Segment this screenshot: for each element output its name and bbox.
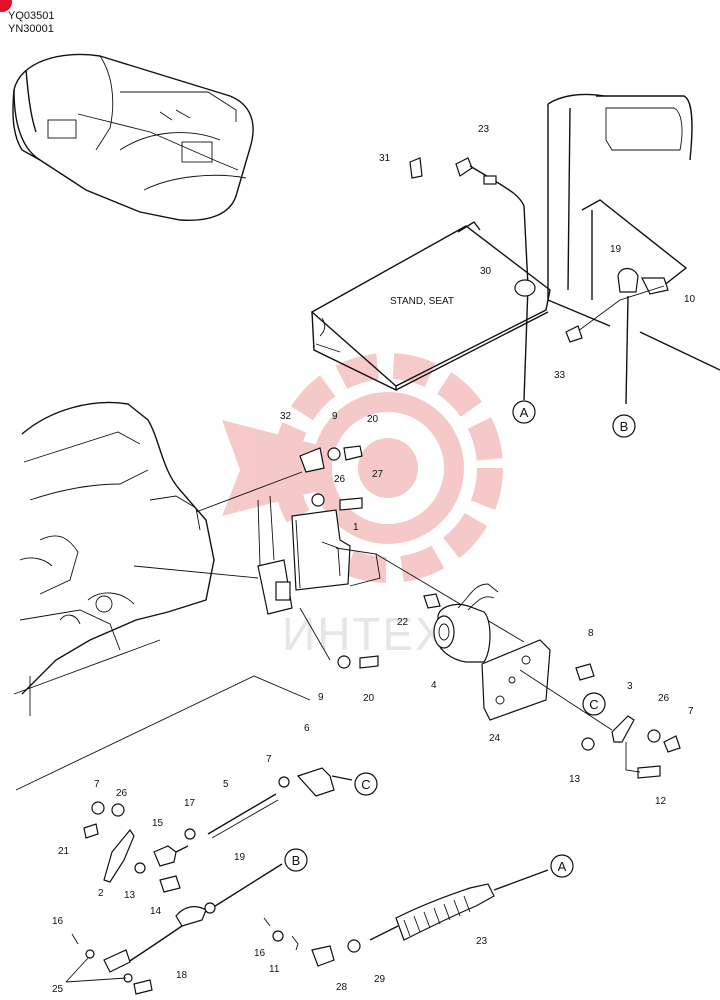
svg-text:B: B	[292, 853, 301, 868]
part-label: 9	[318, 692, 324, 703]
part-label: 31	[379, 153, 391, 164]
part-label: 26	[658, 693, 670, 704]
part-label: 23	[476, 936, 488, 947]
seat-stand-label: STAND, SEAT	[390, 296, 454, 307]
cab-frame	[547, 93, 720, 371]
part-label: 29	[374, 974, 386, 985]
header-code-1: YQ03501	[8, 10, 55, 22]
part-label: 18	[176, 970, 188, 981]
part-label: 8	[588, 628, 594, 639]
cable-b-upper	[565, 267, 669, 405]
part-labels: 23 31 30 19 10 33 32 9 20 26 27 1 22 8 4…	[52, 124, 696, 995]
part-label: 5	[223, 779, 229, 790]
corner-mark	[0, 0, 12, 12]
part-label: 10	[684, 294, 696, 305]
part-label: 25	[52, 984, 64, 995]
part-label: 14	[150, 906, 162, 917]
part-label: 21	[58, 846, 70, 857]
svg-text:A: A	[558, 859, 567, 874]
part-label: 32	[280, 411, 292, 422]
callout-a-upper: A	[512, 400, 536, 424]
header-code-2: YN30001	[8, 23, 54, 35]
svg-text:B: B	[620, 419, 629, 434]
cable-a-upper	[409, 157, 536, 401]
part-label: 27	[372, 469, 384, 480]
svg-text:A: A	[520, 405, 529, 420]
bracket-assembly	[257, 495, 525, 661]
part-label: 1	[353, 522, 359, 533]
part-label: 19	[610, 244, 622, 255]
part-label: 7	[94, 779, 100, 790]
part-label: 13	[569, 774, 581, 785]
callout-c-lower: C	[354, 772, 378, 796]
part-label: 23	[478, 124, 490, 135]
part-label: 17	[184, 798, 196, 809]
part-label: 3	[627, 681, 633, 692]
part-label: 20	[367, 414, 379, 425]
part-label: 11	[269, 964, 280, 975]
part-label: 4	[431, 680, 437, 691]
part-label: 22	[397, 617, 409, 628]
svg-text:C: C	[361, 777, 370, 792]
svg-text:C: C	[589, 697, 598, 712]
part-label: 20	[363, 693, 375, 704]
actuator-motor	[433, 583, 551, 721]
engine-block	[13, 401, 215, 716]
part-label: 28	[336, 982, 348, 993]
part-label: 16	[52, 916, 64, 927]
part-label: 12	[655, 796, 667, 807]
callout-b-lower: B	[284, 848, 308, 872]
part-label: 13	[124, 890, 136, 901]
part-label: 30	[480, 266, 492, 277]
part-label: 6	[304, 723, 310, 734]
watermark-text: ИНТЕХ	[282, 608, 448, 660]
machine-overview	[12, 53, 254, 221]
part-label: 16	[254, 948, 266, 959]
fasteners-bracket	[133, 445, 595, 681]
part-label: 26	[334, 474, 346, 485]
lower-linkage	[15, 675, 353, 893]
seat-stand: STAND, SEAT	[310, 221, 551, 392]
part-label: 26	[116, 788, 128, 799]
part-label: 33	[554, 370, 566, 381]
part-label: 15	[152, 818, 164, 829]
callout-a-lower: A	[550, 854, 574, 878]
part-label: 24	[489, 733, 501, 744]
callout-b-upper: B	[612, 414, 636, 438]
lever-c-cluster	[519, 669, 681, 779]
part-label: 2	[98, 888, 104, 899]
part-label: 19	[234, 852, 246, 863]
cable-a-lower	[263, 869, 549, 967]
watermark-logo	[222, 353, 503, 583]
callout-c-right: C	[582, 692, 606, 716]
cable-b-lower	[71, 863, 283, 995]
part-label: 7	[688, 706, 694, 717]
part-label: 9	[332, 411, 338, 422]
part-label: 7	[266, 754, 272, 765]
